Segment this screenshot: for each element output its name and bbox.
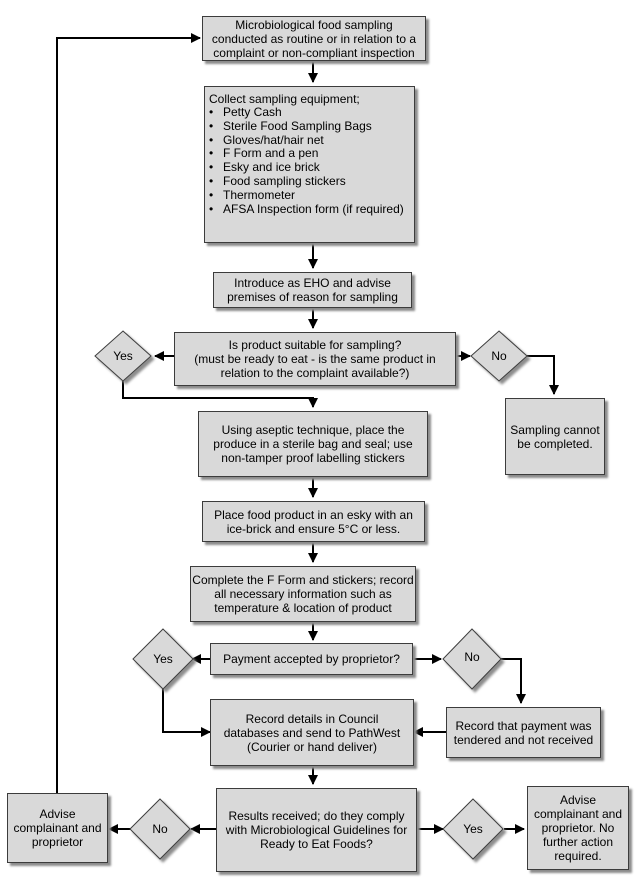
results-no-label: No <box>152 822 168 836</box>
aseptic-box: Using aseptic technique, place the produ… <box>198 411 428 477</box>
equipment-item: Thermometer <box>209 188 410 203</box>
equipment-item: Gloves/hat/hair net <box>209 133 410 148</box>
sampling-cannot-box: Sampling cannot be completed. <box>505 398 605 475</box>
arrow-yes-to-aseptic <box>122 381 318 408</box>
arrow-loop-back-to-start <box>56 33 201 793</box>
equipment-box: Collect sampling equipment; Petty Cash S… <box>204 86 415 243</box>
esky-box: Place food product in an esky with an ic… <box>202 501 425 542</box>
record-details-box: Record details in Council databases and … <box>210 699 414 766</box>
suitable-no-label: No <box>491 349 507 363</box>
fform-box: Complete the F Form and stickers; record… <box>190 566 416 622</box>
start-box: Microbiological food sampling conducted … <box>202 16 426 61</box>
equipment-list: Petty Cash Sterile Food Sampling Bags Gl… <box>209 105 410 217</box>
introduce-box: Introduce as EHO and advise premises of … <box>213 272 412 308</box>
advise-right-box: Advise complainant and proprietor. No fu… <box>527 786 629 870</box>
suitable-yes-label: Yes <box>113 349 133 363</box>
payment-yes-label: Yes <box>153 652 173 666</box>
equipment-item: F Form and a pen <box>209 147 410 161</box>
advise-left-box: Advise complainant and proprietor <box>7 793 108 863</box>
equipment-heading: Collect sampling equipment; <box>209 92 360 106</box>
payment-box: Payment accepted by proprietor? <box>210 643 413 675</box>
suitable-box: Is product suitable for sampling? (must … <box>174 332 456 386</box>
equipment-item: AFSA Inspection form (if required) <box>209 202 410 217</box>
decision-diamond-suitable-yes <box>94 330 152 382</box>
results-box: Results received; do they comply with Mi… <box>216 788 417 872</box>
arrow-no-to-record-payment <box>500 658 526 704</box>
arrow-yes-to-record-details <box>162 689 211 737</box>
decision-diamond-payment-yes <box>132 628 194 690</box>
equipment-item: Petty Cash <box>209 105 410 120</box>
results-yes-label: Yes <box>463 822 483 836</box>
equipment-item: Esky and ice brick <box>209 160 410 175</box>
decision-diamond-results-yes <box>442 798 504 860</box>
equipment-item: Food sampling stickers <box>209 174 410 189</box>
payment-no-label: No <box>464 650 480 664</box>
decision-diamond-payment-no <box>442 628 502 690</box>
decision-diamond-suitable-no <box>470 330 528 382</box>
equipment-item: Sterile Food Sampling Bags <box>209 119 410 134</box>
record-payment-box: Record that payment was tendered and not… <box>446 707 601 758</box>
arrow-no-to-cannot <box>527 355 559 395</box>
decision-diamond-results-no <box>129 798 191 860</box>
